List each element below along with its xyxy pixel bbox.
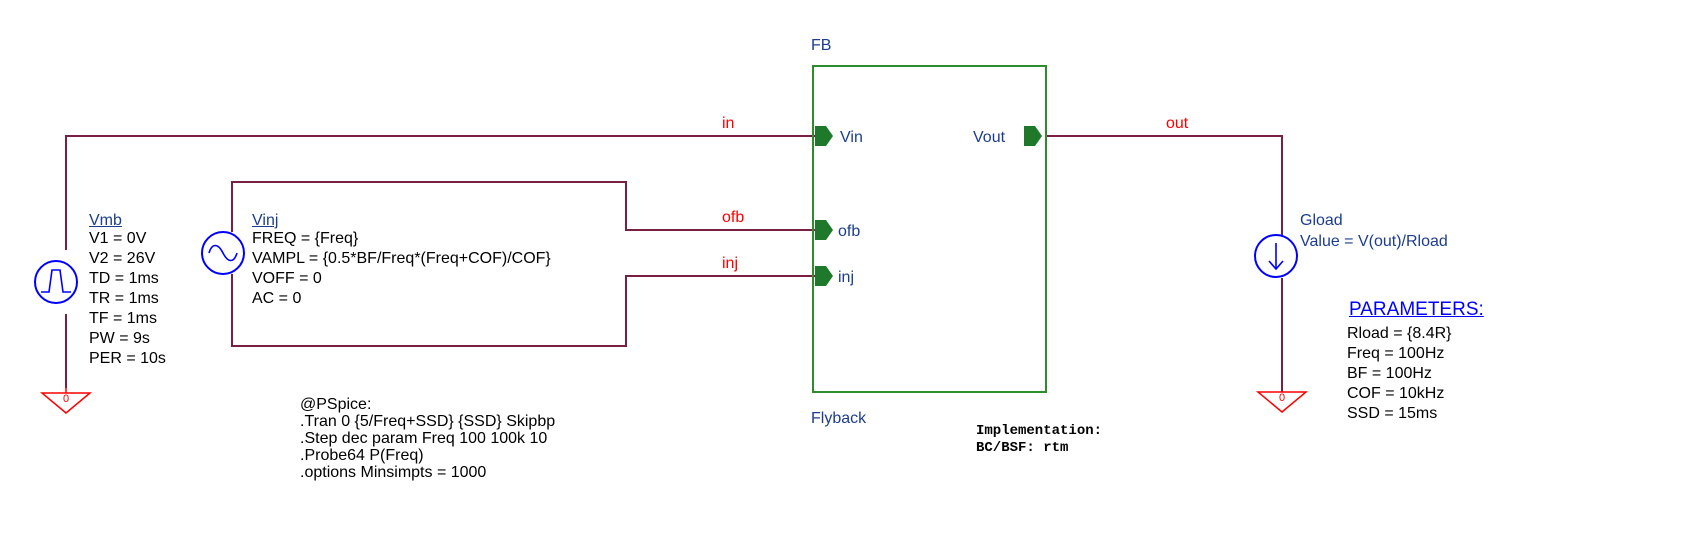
vmb-param: V2 = 26V [89, 250, 156, 267]
ground-label-gload: 0 [1279, 392, 1286, 404]
vinj-param: FREQ = {Freq} [252, 230, 359, 247]
parameter-item: COF = 10kHz [1347, 385, 1445, 402]
vmb-param: TD = 1ms [89, 270, 159, 287]
net-label-inj: inj [722, 255, 739, 272]
wire-ofb[interactable] [231, 181, 817, 232]
vinj-ref-label: Vinj [252, 212, 279, 229]
block-ref-label: FB [811, 37, 832, 54]
vmb-param: V1 = 0V [89, 230, 147, 247]
wire-out[interactable] [1046, 135, 1283, 235]
vout-pin-label: Vout [973, 129, 1006, 146]
implementation-value: BC/BSF: rtm [976, 440, 1069, 456]
net-label-ofb: ofb [722, 209, 745, 226]
parameter-item: SSD = 15ms [1347, 405, 1438, 422]
vin-pin-label: Vin [840, 129, 863, 146]
ofb-pin-label: ofb [838, 223, 861, 240]
vmb-param: TR = 1ms [89, 290, 159, 307]
vmb-params: V1 = 0V V2 = 26V TD = 1ms TR = 1ms TF = … [89, 229, 166, 369]
parameter-item: BF = 100Hz [1347, 365, 1432, 382]
ground-icon-gload [1255, 391, 1309, 413]
vmb-param: TF = 1ms [89, 310, 158, 327]
vinj-params: FREQ = {Freq} VAMPL = {0.5*BF/Freq*(Freq… [252, 229, 551, 309]
pspice-directives: @PSpice: .Tran 0 {5/Freq+SSD} {SSD} Skip… [300, 395, 555, 483]
parameter-item: Rload = {8.4R} [1347, 325, 1452, 342]
wire-inj[interactable] [231, 274, 817, 347]
gload-ref-label: Gload [1300, 212, 1343, 229]
current-source-icon[interactable] [1254, 234, 1298, 278]
parameters-title: PARAMETERS: [1349, 299, 1484, 320]
inj-pin-label: inj [838, 269, 855, 286]
vinj-param: VAMPL = {0.5*BF/Freq*(Freq+COF)/COF} [252, 250, 551, 267]
vmb-param: PER = 10s [89, 350, 166, 367]
wire-in[interactable] [65, 135, 817, 250]
vinj-param: VOFF = 0 [252, 270, 322, 287]
vout-pin[interactable] [1024, 126, 1042, 146]
sine-source-icon[interactable] [201, 231, 245, 275]
pspice-line: .Probe64 P(Freq) [300, 447, 424, 464]
vmb-ref-label: Vmb [89, 212, 122, 229]
vmb-param: PW = 9s [89, 330, 150, 347]
pspice-line: .Tran 0 {5/Freq+SSD} {SSD} Skipbp [300, 413, 556, 430]
flyback-block[interactable] [812, 65, 1047, 393]
ofb-pin[interactable] [815, 220, 833, 240]
pspice-line: .options Minsimpts = 1000 [300, 464, 487, 481]
ground-icon-vmb [39, 388, 93, 414]
pulse-source-icon[interactable] [34, 260, 78, 304]
vinj-param: AC = 0 [252, 290, 302, 307]
ground-label-vmb: 0 [63, 393, 70, 405]
parameters-list: Rload = {8.4R} Freq = 100Hz BF = 100Hz C… [1347, 324, 1452, 424]
pspice-title: @PSpice: [300, 396, 372, 413]
gload-value: Value = V(out)/Rload [1300, 233, 1448, 250]
parameter-item: Freq = 100Hz [1347, 345, 1445, 362]
vin-pin[interactable] [815, 126, 833, 146]
implementation-title: Implementation: [976, 423, 1103, 439]
pspice-line: .Step dec param Freq 100 100k 10 [300, 430, 548, 447]
wires [65, 135, 1283, 392]
net-label-out: out [1166, 115, 1189, 132]
inj-pin[interactable] [815, 266, 833, 286]
block-name-label: Flyback [811, 410, 867, 427]
net-label-in: in [722, 115, 735, 132]
